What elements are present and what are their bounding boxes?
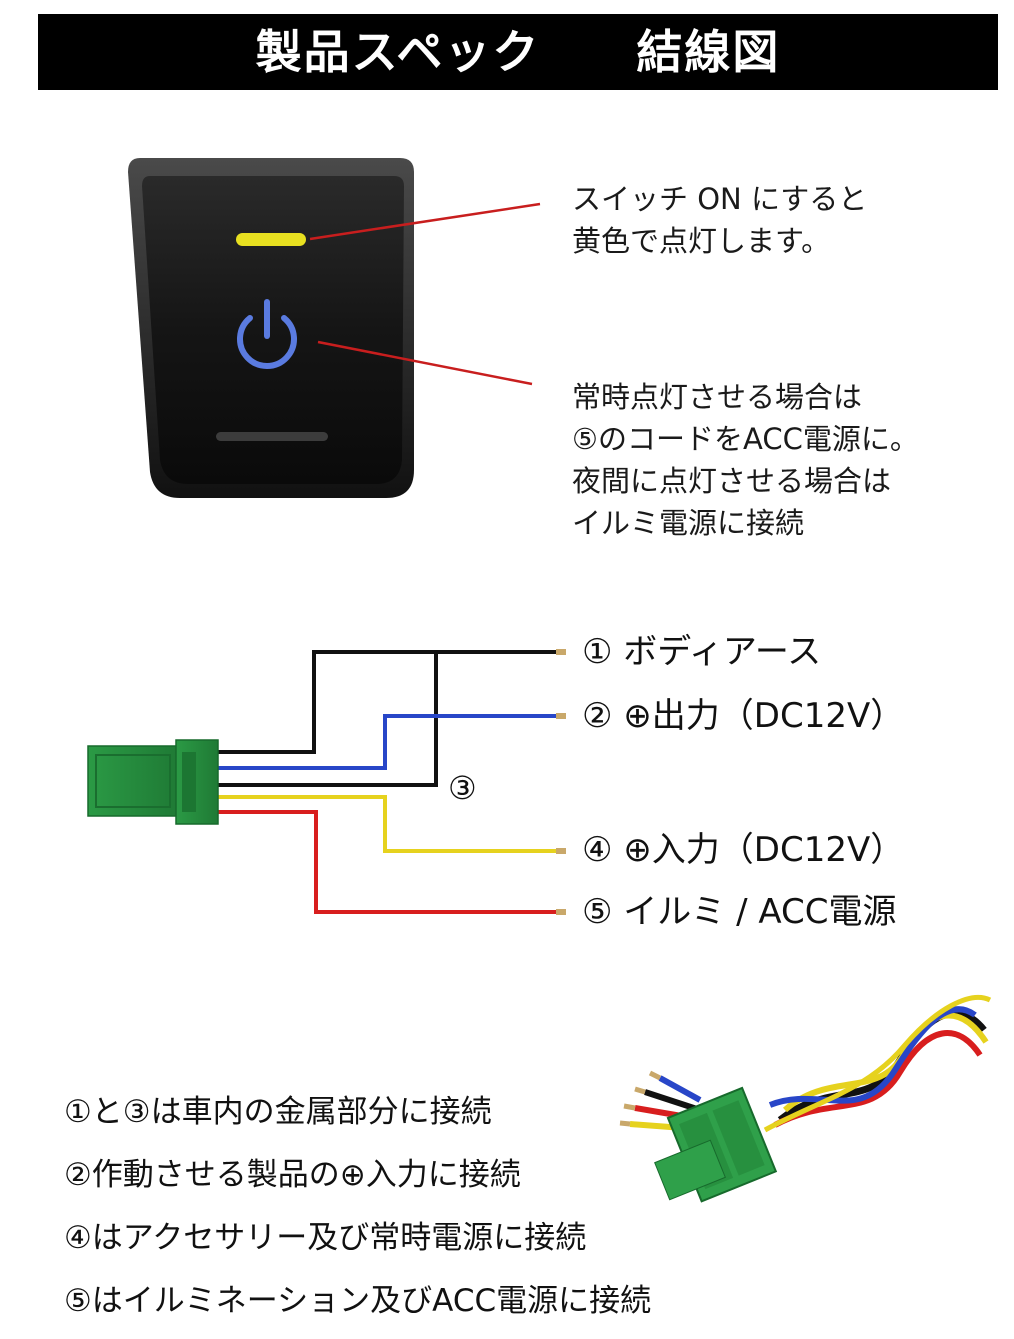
power-pointer-line (317, 340, 533, 386)
power-note-line: ⑤のコードをACC電源に。 (572, 422, 919, 456)
power-icon (237, 299, 297, 369)
wire-black-junction (218, 652, 438, 787)
junction-label: ③ (448, 769, 477, 807)
wire-tips (556, 649, 566, 915)
instruction-line: ①と③は車内の金属部分に接続 (64, 1094, 492, 1130)
power-note-line: イルミ電源に接続 (572, 506, 805, 540)
header-bar: 製品スペック 結線図 (38, 14, 998, 90)
power-note: 常時点灯させる場合は ⑤のコードをACC電源に。 夜間に点灯させる場合は イルミ… (572, 376, 919, 544)
wire-yellow-input (218, 795, 556, 853)
instruction-line: ④はアクセサリー及び常時電源に接続 (64, 1220, 587, 1256)
led-indicator (236, 233, 306, 246)
led-note: スイッチ ON にすると 黄色で点灯します。 (572, 178, 867, 262)
switch-body (128, 158, 414, 498)
page-title: 製品スペック 結線図 (255, 25, 781, 79)
harness-illustration (619, 994, 992, 1203)
wire-label-ground: ① ボディアース (582, 632, 822, 672)
instruction-line: ⑤はイルミネーション及びACC電源に接続 (64, 1283, 652, 1319)
led-note-line: スイッチ ON にすると (572, 182, 868, 216)
switch-grip-bar (216, 432, 328, 441)
wire-label-output: ② ⊕出力（DC12V） (582, 696, 905, 736)
wire-connector (87, 739, 219, 825)
led-pointer-line (309, 202, 541, 241)
wire-label-acc: ⑤ イルミ / ACC電源 (582, 892, 897, 932)
power-note-line: 常時点灯させる場合は (572, 380, 863, 414)
led-note-line: 黄色で点灯します。 (572, 224, 831, 258)
wire-red-acc (218, 810, 556, 914)
power-note-line: 夜間に点灯させる場合は (572, 464, 892, 498)
instruction-line: ②作動させる製品の⊕入力に接続 (64, 1157, 521, 1193)
wire-label-input: ④ ⊕入力（DC12V） (582, 830, 905, 870)
wire-blue-output (218, 714, 556, 770)
